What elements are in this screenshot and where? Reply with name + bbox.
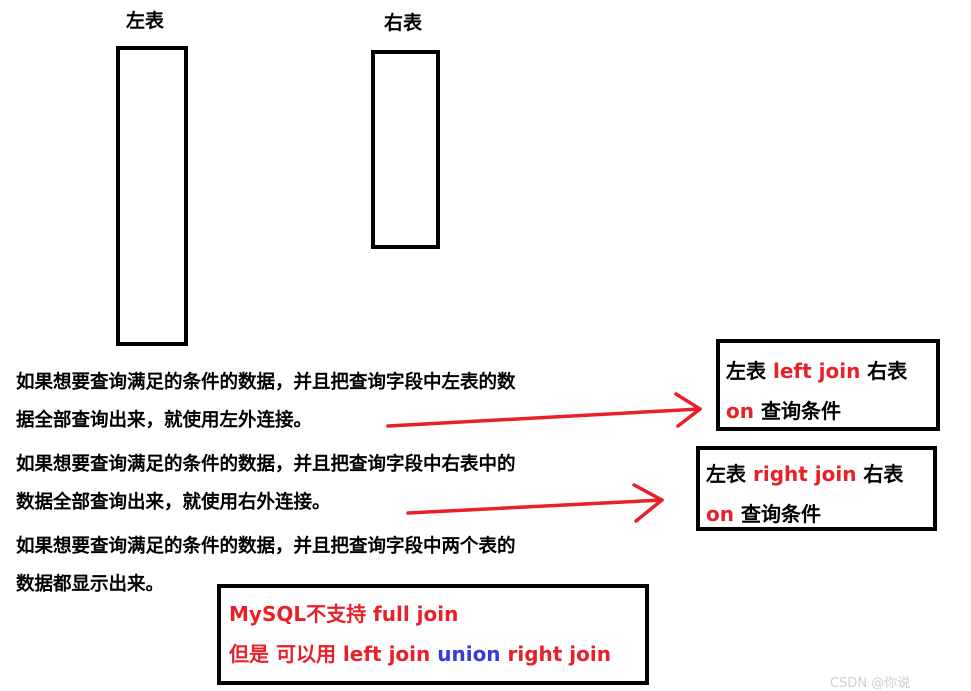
full-join-note-box: MySQL不支持 full join 但是 可以用 left join unio… [217, 584, 649, 685]
right-table-word: 右表 [856, 462, 904, 486]
paragraph-full-join-line2: 数据都显示出来。 [16, 574, 165, 595]
paragraph-left-join-line1: 如果想要查询满足的条件的数据，并且把查询字段中左表的数 [16, 372, 516, 393]
right-table-rect [371, 50, 440, 249]
paragraph-right-join: 如果想要查询满足的条件的数据，并且把查询字段中右表中的 数据全部查询出来，就使用… [16, 446, 516, 522]
right-table-word: 右表 [860, 359, 908, 383]
union-keyword: union [437, 642, 501, 666]
left-join-syntax-line1: 左表 left join 右表 [726, 355, 907, 384]
paragraph-right-join-line2: 数据全部查询出来，就使用右外连接。 [16, 492, 331, 513]
left-table-word: 左表 [706, 462, 753, 486]
left-table-word: 左表 [726, 359, 773, 383]
paragraph-full-join-line1: 如果想要查询满足的条件的数据，并且把查询字段中两个表的 [16, 536, 516, 557]
full-join-note-line1: MySQL不支持 full join [229, 602, 459, 626]
left-join-keyword: left join [772, 359, 861, 383]
csdn-watermark: CSDN @你说 [830, 676, 911, 691]
left-table-rect [116, 46, 188, 346]
paragraph-full-join: 如果想要查询满足的条件的数据，并且把查询字段中两个表的 数据都显示出来。 [16, 528, 516, 604]
right-join-syntax-line1: 左表 right join 右表 [706, 458, 903, 487]
union-alternative-suffix: right join [500, 642, 612, 666]
right-join-syntax-line2: on 查询条件 [706, 498, 821, 527]
left-table-label: 左表 [126, 10, 165, 32]
condition-text: 查询条件 [733, 502, 821, 526]
paragraph-right-join-line1: 如果想要查询满足的条件的数据，并且把查询字段中右表中的 [16, 454, 516, 475]
left-join-syntax-line2: on 查询条件 [726, 395, 841, 424]
on-keyword: on [726, 399, 754, 423]
left-join-syntax-box: 左表 left join 右表 on 查询条件 [716, 339, 940, 431]
union-alternative-prefix: 但是 可以用 left join [229, 642, 438, 666]
right-join-keyword: right join [752, 462, 857, 486]
condition-text: 查询条件 [753, 399, 841, 423]
arrow-left-join [386, 392, 702, 428]
right-join-syntax-box: 左表 right join 右表 on 查询条件 [696, 446, 937, 531]
on-keyword: on [706, 502, 734, 526]
paragraph-left-join: 如果想要查询满足的条件的数据，并且把查询字段中左表的数 据全部查询出来，就使用左… [16, 364, 516, 440]
paragraph-left-join-line2: 据全部查询出来，就使用左外连接。 [16, 410, 313, 431]
full-join-note-line2: 但是 可以用 left join union right join [229, 638, 611, 667]
right-table-label: 右表 [384, 12, 423, 34]
arrow-right-join [406, 483, 664, 523]
